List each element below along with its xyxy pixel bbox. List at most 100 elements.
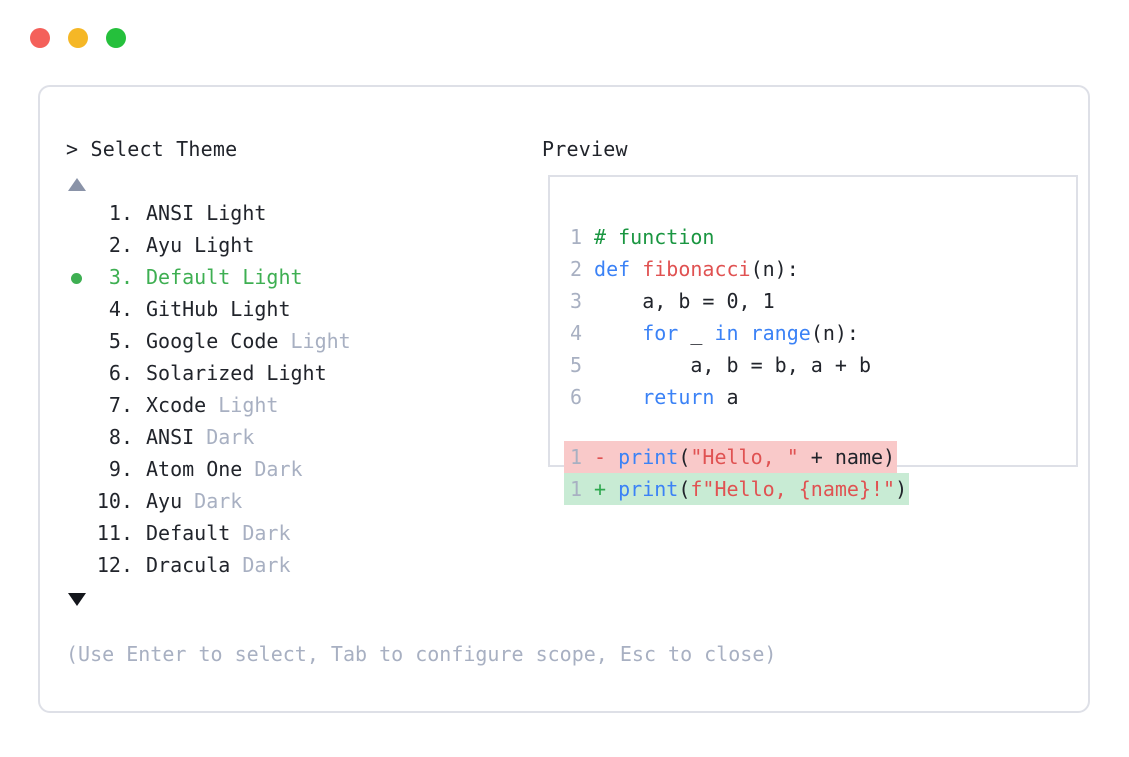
code-line-number: 4 <box>569 321 582 345</box>
theme-item-variant: Dark <box>242 457 303 481</box>
theme-item-number: 12. <box>96 553 133 577</box>
theme-item-label: Ayu Dark <box>146 489 243 513</box>
code-line-text: return a <box>582 381 739 413</box>
code-token <box>594 321 642 345</box>
theme-list-item[interactable]: 9. Atom One Dark <box>66 453 526 485</box>
code-line: 2 def fibonacci(n): <box>564 253 909 285</box>
code-line: 4 for _ in range(n): <box>564 317 909 349</box>
window-titlebar <box>30 28 126 48</box>
code-token: ) <box>895 477 908 501</box>
theme-item-number: 5. <box>96 329 133 353</box>
code-token: return <box>642 385 715 409</box>
theme-list-item[interactable]: 1. ANSI Light <box>66 197 526 229</box>
theme-item-variant: Light <box>206 393 279 417</box>
theme-item-label: Default Light <box>146 265 303 289</box>
diff-highlight: 1 - print("Hello, " + name) <box>564 441 898 473</box>
theme-item-number: 1. <box>96 201 133 225</box>
code-token: "Hello, " <box>690 445 799 469</box>
diff-highlight: 1 + print(f"Hello, {name}!") <box>564 473 910 505</box>
code-line: 3 a, b = 0, 1 <box>564 285 909 317</box>
theme-item-variant: Light <box>254 361 327 385</box>
theme-item-variant: Light <box>182 233 255 257</box>
theme-item-label: Solarized Light <box>146 361 327 385</box>
theme-list-item[interactable]: 11.Default Dark <box>66 517 526 549</box>
theme-item-label: ANSI Dark <box>146 425 255 449</box>
code-token: a <box>714 385 739 409</box>
code-token: range <box>750 321 811 345</box>
preview-title: Preview <box>542 137 628 161</box>
theme-list-item[interactable]: 10. Ayu Dark <box>66 485 526 517</box>
code-token: ( <box>678 445 691 469</box>
theme-item-variant: Light <box>218 297 291 321</box>
code-token: ( <box>678 477 691 501</box>
code-line-number: 2 <box>569 257 582 281</box>
theme-list-item[interactable]: 6. Solarized Light <box>66 357 526 389</box>
theme-item-variant: Light <box>278 329 351 353</box>
theme-item-number: 3. <box>96 265 133 289</box>
theme-picker-card: > Select Theme 1. ANSI Light 2. Ayu Light … <box>38 85 1090 713</box>
theme-item-label: Xcode Light <box>146 393 279 417</box>
code-token: # function <box>594 225 715 249</box>
diff-sign: - <box>582 445 619 469</box>
code-token: print <box>618 445 679 469</box>
diff-line-del: 1 - print("Hello, " + name) <box>564 441 909 473</box>
code-line: 1 # function <box>564 221 909 253</box>
code-token: fibonacci <box>642 257 751 281</box>
theme-list-item[interactable]: 7.Xcode Light <box>66 389 526 421</box>
select-theme-prompt: > Select Theme <box>66 137 238 161</box>
theme-item-number: 9. <box>96 457 133 481</box>
code-line-text: def fibonacci(n): <box>582 253 799 285</box>
code-token: (n): <box>810 321 859 345</box>
code-token: (n): <box>750 257 799 281</box>
theme-item-number: 10. <box>96 489 133 513</box>
code-line-text: # function <box>582 221 714 253</box>
theme-item-variant: Dark <box>230 521 291 545</box>
code-line-text: for _ in range(n): <box>582 317 859 349</box>
code-token: def <box>594 257 643 281</box>
code-token: _ <box>678 321 715 345</box>
theme-item-label: ANSI Light <box>146 201 267 225</box>
theme-item-number: 4. <box>96 297 133 321</box>
code-line-number: 1 <box>569 225 582 249</box>
theme-item-label: GitHub Light <box>146 297 291 321</box>
theme-item-variant: Dark <box>194 425 255 449</box>
minimize-dot[interactable] <box>68 28 88 48</box>
theme-list-item[interactable]: 8.ANSI Dark <box>66 421 526 453</box>
code-line-number: 6 <box>569 385 582 409</box>
theme-item-number: 2. <box>96 233 133 257</box>
keyboard-hint: (Use Enter to select, Tab to configure s… <box>66 642 777 666</box>
selected-bullet-icon <box>71 273 82 284</box>
code-token: a, b = 0, 1 <box>594 289 775 313</box>
theme-list[interactable]: 1. ANSI Light 2. Ayu Light 3. Default Light… <box>66 197 526 581</box>
theme-item-label: Dracula Dark <box>146 553 291 577</box>
theme-list-item[interactable]: 5. Google Code Light <box>66 325 526 357</box>
code-line: 5 a, b = b, a + b <box>564 349 909 381</box>
triangle-down-icon[interactable] <box>68 593 86 606</box>
theme-item-label: Ayu Light <box>146 233 255 257</box>
close-dot[interactable] <box>30 28 50 48</box>
code-line-number: 3 <box>569 289 582 313</box>
theme-item-label: Google Code Light <box>146 329 351 353</box>
code-token: f"Hello, {name}!" <box>690 477 896 501</box>
theme-item-variant: Light <box>194 201 267 225</box>
theme-select-column: > Select Theme 1. ANSI Light 2. Ayu Light … <box>66 87 776 711</box>
code-token <box>594 385 642 409</box>
theme-item-variant: Dark <box>182 489 243 513</box>
theme-list-item[interactable]: 2. Ayu Light <box>66 229 526 261</box>
theme-item-label: Default Dark <box>146 521 291 545</box>
theme-item-number: 6. <box>96 361 133 385</box>
maximize-dot[interactable] <box>106 28 126 48</box>
theme-list-item[interactable]: 3. Default Light <box>66 261 526 293</box>
code-token: for <box>642 321 679 345</box>
theme-item-label: Atom One Dark <box>146 457 303 481</box>
diff-line-number: 1 <box>569 477 582 501</box>
theme-list-item[interactable]: 12. Dracula Dark <box>66 549 526 581</box>
code-token: + name) <box>798 445 896 469</box>
diff-line-add: 1 + print(f"Hello, {name}!") <box>564 473 910 505</box>
triangle-up-icon[interactable] <box>68 178 86 191</box>
theme-list-item[interactable]: 4. GitHub Light <box>66 293 526 325</box>
diff-sign: + <box>582 477 619 501</box>
